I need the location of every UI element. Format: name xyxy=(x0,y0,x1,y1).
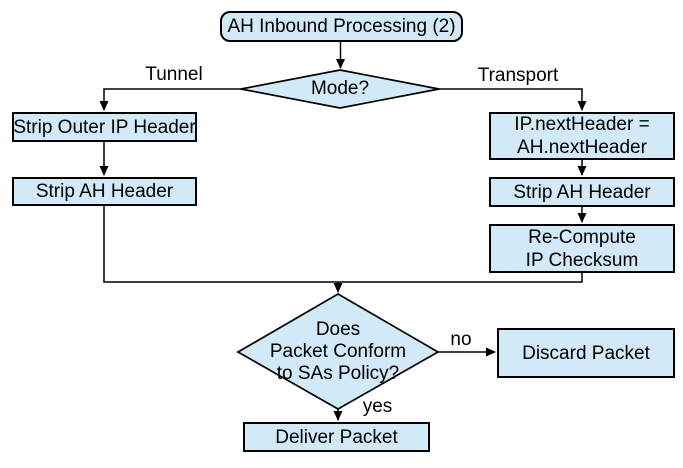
start-node: AH Inbound Processing (2) xyxy=(220,11,463,42)
strip-ah-left-label: Strip AH Header xyxy=(35,181,174,202)
mode-decision-shape xyxy=(240,69,440,109)
strip-ah-left-node: Strip AH Header xyxy=(12,177,197,206)
recompute-checksum-line2: IP Checksum xyxy=(525,249,639,271)
strip-ah-right-node: Strip AH Header xyxy=(489,177,675,207)
strip-ah-right-label: Strip AH Header xyxy=(513,181,651,203)
recompute-checksum-line1: Re-Compute xyxy=(528,226,636,248)
mode-decision-label: Mode? xyxy=(260,77,420,101)
tunnel-branch-label: Tunnel xyxy=(145,64,203,85)
ip-next-header-line2: AH.nextHeader xyxy=(517,137,647,158)
yes-branch-label: yes xyxy=(362,396,393,417)
ip-next-header-node: IP.nextHeader = AH.nextHeader xyxy=(489,112,675,160)
mode-decision-text: Mode? xyxy=(310,78,370,99)
conform-line3: to SAs Policy? xyxy=(276,363,400,384)
deliver-packet-label: Deliver Packet xyxy=(275,426,398,448)
conform-decision-label: Does Packet Conform to SAs Policy? xyxy=(258,318,418,386)
discard-packet-node: Discard Packet xyxy=(497,328,675,378)
discard-packet-label: Discard Packet xyxy=(522,342,650,364)
edge-mode-to-strip-outer xyxy=(99,88,241,111)
edge-right-branch-to-bus xyxy=(338,272,583,283)
deliver-packet-node: Deliver Packet xyxy=(243,422,430,452)
ip-next-header-line1: IP.nextHeader = xyxy=(514,114,650,135)
strip-outer-ip-label: Strip Outer IP Header xyxy=(13,116,196,138)
start-node-label: AH Inbound Processing (2) xyxy=(227,16,456,37)
conform-line1: Does xyxy=(315,319,361,340)
recompute-checksum-node: Re-Compute IP Checksum xyxy=(489,224,675,273)
edge-left-branch-to-bus xyxy=(103,206,338,283)
strip-outer-ip-node: Strip Outer IP Header xyxy=(12,112,197,142)
conform-decision-shape xyxy=(236,293,440,410)
no-branch-label: no xyxy=(450,329,472,350)
transport-branch-label: Transport xyxy=(477,65,559,86)
conform-line2: Packet Conform xyxy=(269,341,407,362)
edge-mode-to-ip-next xyxy=(439,88,587,111)
